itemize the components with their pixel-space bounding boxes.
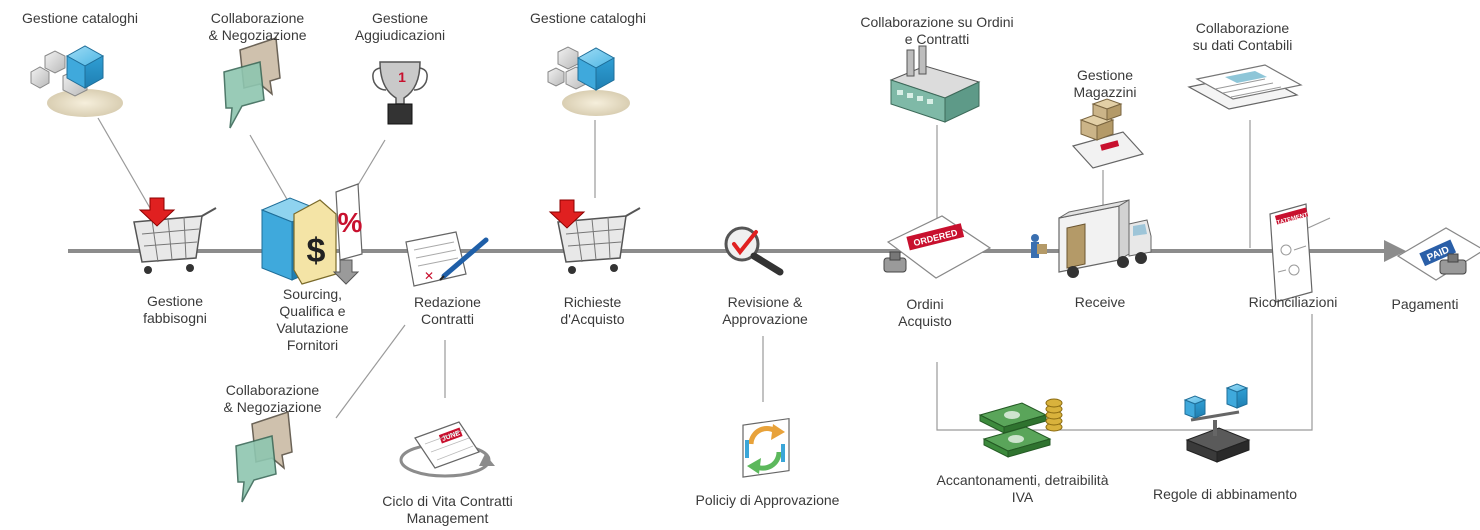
magnifier-check-icon bbox=[724, 226, 784, 276]
support-label-collaborazione-contabili: Collaborazione su dati Contabili bbox=[1192, 20, 1293, 53]
catalog-cubes-icon bbox=[30, 45, 123, 117]
connector-lines bbox=[97, 117, 1313, 431]
support-label-gestione-cataloghi-2: Gestione cataloghi bbox=[530, 10, 646, 26]
support-label-policy-approvazione: Policiy di Approvazione bbox=[695, 492, 840, 508]
shopping-cart-icon bbox=[548, 199, 641, 274]
calendar-cycle-icon: JUNE bbox=[399, 421, 495, 478]
warehouse-boxes-icon bbox=[1071, 98, 1145, 169]
support-label-collaborazione-ordini: Collaborazione su Ordini e Contratti bbox=[860, 14, 1014, 47]
statement-document-icon: STATEMENT bbox=[1269, 203, 1331, 303]
approval-cycle-icon bbox=[742, 417, 790, 478]
support-label-gestione-aggiudicazioni: Gestione Aggiudicazioni bbox=[354, 10, 446, 43]
support-label-ciclo-vita-contratti: Ciclo di Vita Contratti Management bbox=[382, 493, 513, 526]
paid-stamp-icon: PAID bbox=[1396, 227, 1480, 281]
stage-label-redazione-contratti: Redazione Contratti bbox=[414, 294, 481, 327]
price-dollar-text: $ bbox=[307, 232, 326, 270]
stage-label-riconciliazioni: Riconciliazioni bbox=[1248, 294, 1338, 310]
support-label-gestione-cataloghi-1: Gestione cataloghi bbox=[22, 10, 138, 26]
stage-label-revisione-approvazione: Revisione & Approvazione bbox=[722, 294, 808, 327]
support-label-collaborazione-negoziazione-1: Collaborazione & Negoziazione bbox=[208, 10, 307, 43]
speech-bubbles-icon bbox=[235, 410, 293, 503]
support-label-regole-abbinamento: Regole di abbinamento bbox=[1153, 486, 1297, 502]
stage-label-pagamenti: Pagamenti bbox=[1391, 296, 1459, 312]
svg-text:✕: ✕ bbox=[424, 269, 434, 283]
factory-icon bbox=[889, 45, 981, 123]
stage-label-gestione-fabbisogni: Gestione fabbisogni bbox=[143, 293, 207, 326]
price-percent-text: % bbox=[338, 207, 363, 238]
catalog-cubes-icon bbox=[547, 46, 630, 116]
shopping-cart-icon bbox=[133, 197, 217, 274]
delivery-truck-icon bbox=[1031, 199, 1152, 278]
stage-label-sourcing: Sourcing, Qualifica e Valutazione Fornit… bbox=[276, 286, 349, 353]
stage-label-ordini-acquisto: Ordini Acquisto bbox=[898, 296, 952, 329]
speech-bubbles-icon bbox=[223, 36, 281, 129]
support-label-gestione-magazzini: Gestione Magazzini bbox=[1073, 67, 1137, 100]
accounting-document-icon bbox=[1187, 64, 1303, 110]
trophy-icon: 1 bbox=[372, 61, 428, 125]
contract-pen-icon: ✕ bbox=[405, 231, 489, 287]
sourcing-price-tag-icon: $ % bbox=[260, 183, 363, 285]
support-label-collaborazione-negoziazione-2: Collaborazione & Negoziazione bbox=[223, 382, 322, 415]
stage-label-receive: Receive bbox=[1074, 294, 1126, 310]
matching-scale-icon bbox=[1183, 383, 1251, 463]
stage-label-richieste-acquisto: Richieste d'Acquisto bbox=[560, 294, 625, 327]
money-stacks-icon bbox=[978, 398, 1063, 458]
trophy-rank-text: 1 bbox=[398, 69, 406, 85]
ordered-stamp-icon: ORDERED bbox=[883, 215, 992, 279]
support-label-accantonamenti: Accantonamenti, detraibilità IVA bbox=[936, 472, 1109, 505]
